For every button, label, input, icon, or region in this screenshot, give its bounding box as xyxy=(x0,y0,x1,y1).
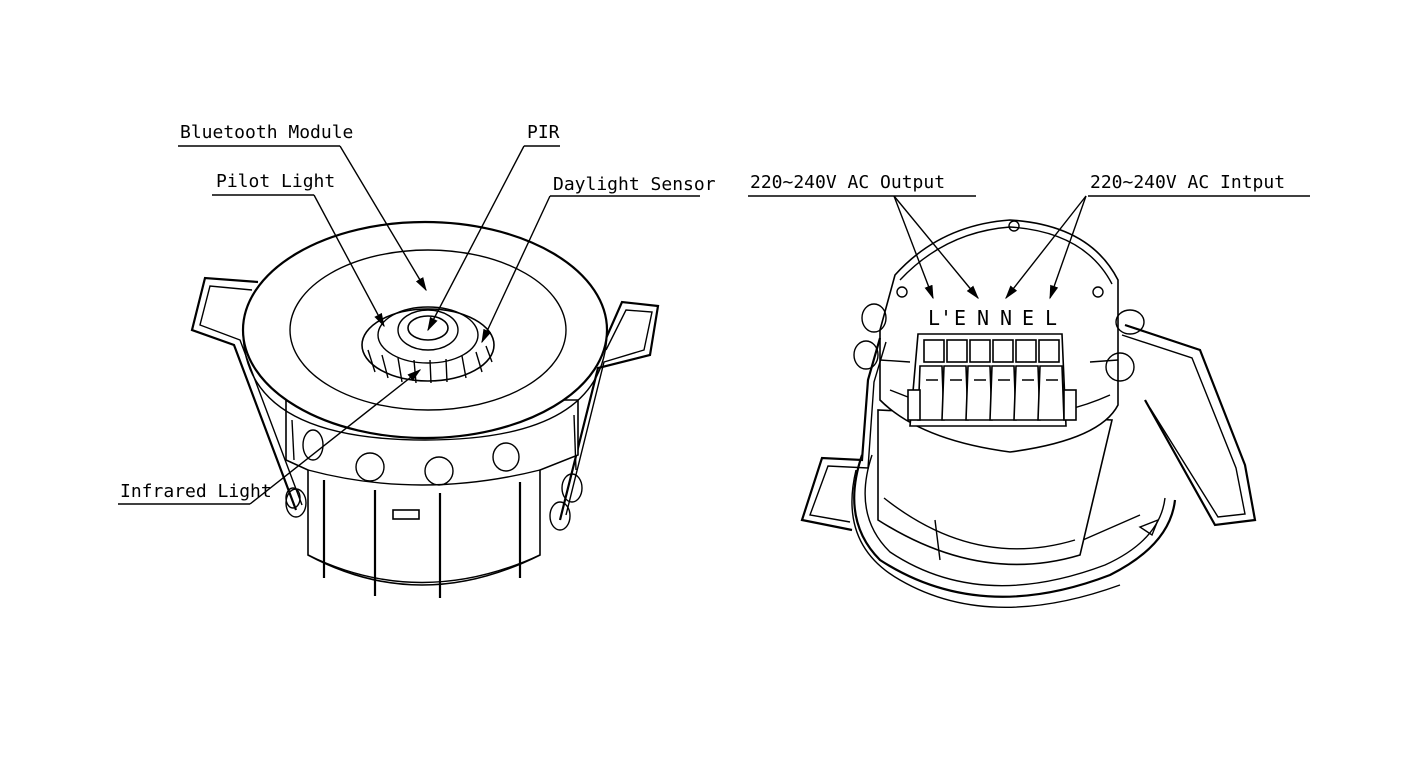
label-ac-output: 220~240V AC Output xyxy=(750,172,945,193)
right-spring-clip xyxy=(549,300,660,531)
label-infrared-light: Infrared Light xyxy=(120,481,272,502)
back-cylinder xyxy=(877,409,1114,566)
callout-ac-output: 220~240V AC Output xyxy=(748,172,979,300)
terminal-upper-row xyxy=(923,339,1060,363)
back-right-spring xyxy=(1105,309,1257,527)
callout-infrared-light: Infrared Light xyxy=(118,369,422,505)
terminal-labels: L' E N N E L xyxy=(928,306,1057,330)
callout-ac-input: 220~240V AC Intput xyxy=(1005,172,1310,300)
terminal-block xyxy=(907,333,1077,427)
terminal-label-l-prime: L' xyxy=(928,306,952,330)
label-pilot-light: Pilot Light xyxy=(216,171,335,192)
label-daylight-sensor: Daylight Sensor xyxy=(553,174,716,195)
terminal-label-n-1: N xyxy=(977,306,989,330)
label-ac-input: 220~240V AC Intput xyxy=(1090,172,1285,193)
terminal-lower-row xyxy=(917,365,1065,421)
callout-pir: PIR xyxy=(427,122,560,332)
back-left-spring xyxy=(800,303,887,532)
label-pir: PIR xyxy=(527,122,560,143)
terminal-label-e-1: E xyxy=(954,306,966,330)
callout-pilot-light: Pilot Light xyxy=(212,171,385,328)
terminal-label-e-2: E xyxy=(1022,306,1034,330)
back-view-sensor: L' E N N E L xyxy=(800,219,1257,608)
front-top-face xyxy=(241,220,609,441)
label-bluetooth-module: Bluetooth Module xyxy=(180,122,353,143)
terminal-label-n-2: N xyxy=(1000,306,1012,330)
terminal-label-l: L xyxy=(1045,306,1057,330)
callout-daylight-sensor: Daylight Sensor xyxy=(481,174,716,344)
callout-bluetooth-module: Bluetooth Module xyxy=(178,122,427,292)
front-body xyxy=(285,399,579,598)
front-view-sensor xyxy=(190,220,660,598)
left-spring-clip xyxy=(190,276,307,518)
